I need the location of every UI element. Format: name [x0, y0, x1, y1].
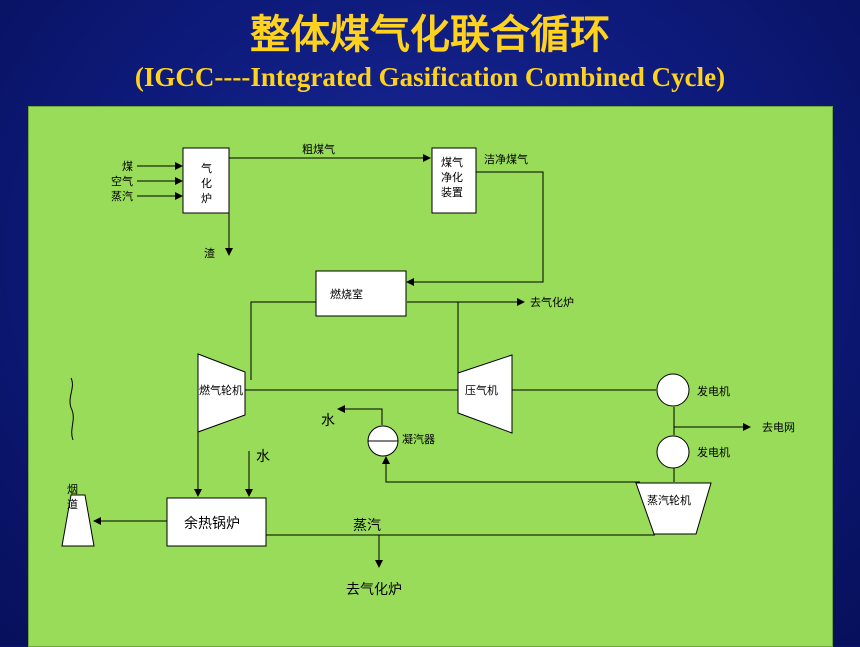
steam-label: 蒸汽 [353, 518, 381, 534]
smoke-icon [69, 377, 74, 441]
generator-1-label: 发电机 [697, 384, 730, 398]
hrsg-box [166, 497, 267, 547]
stack-label-1: 烟 [67, 482, 78, 496]
stack-shape [61, 494, 95, 547]
stack-label-2: 道 [67, 497, 78, 511]
gasifier-box [182, 147, 230, 214]
steam-turbine-label: 蒸汽轮机 [647, 493, 691, 507]
slide-title: 整体煤气化联合循环 [250, 12, 610, 58]
cleanup-label-3: 装置 [441, 186, 463, 199]
gas-cleanup-box [431, 147, 477, 214]
gasifier-label-2: 化 [201, 176, 212, 190]
water-label-1: 水 [321, 413, 335, 429]
generator-1-icon [656, 373, 690, 407]
generator-2-icon [656, 435, 690, 469]
generator-2-label: 发电机 [697, 445, 730, 459]
steam-turbine-shape [635, 482, 712, 535]
to-grid-label: 去电网 [762, 421, 795, 434]
condenser-label: 凝汽器 [402, 432, 435, 446]
gas-turbine-label: 燃气轮机 [199, 383, 243, 397]
gas-turbine-shape [197, 353, 246, 433]
to-gasifier-air-label: 去气化炉 [530, 295, 574, 309]
compressor-label: 压气机 [465, 383, 498, 397]
to-gasifier-steam-label: 去气化炉 [346, 582, 402, 598]
input-coal-label: 煤 [122, 160, 133, 173]
water-label-2: 水 [256, 449, 270, 465]
cleanup-label-1: 煤气 [441, 155, 463, 169]
slide-subtitle: (IGCC----Integrated Gasification Combine… [134, 62, 726, 92]
raw-gas-label: 粗煤气 [302, 142, 335, 156]
cleanup-label-2: 净化 [441, 170, 463, 184]
slag-label: 渣 [204, 246, 215, 260]
clean-gas-label: 洁净煤气 [484, 152, 528, 166]
input-air-label: 空气 [111, 174, 133, 188]
input-steam-label: 蒸汽 [111, 189, 133, 203]
gasifier-label-1: 气 [201, 161, 212, 175]
combustor-box [315, 270, 407, 317]
connection-lines [93, 154, 751, 568]
hrsg-label: 余热锅炉 [184, 515, 240, 532]
compressor-shape [457, 354, 513, 434]
gasifier-label-3: 炉 [201, 192, 212, 205]
combustor-label: 燃烧室 [330, 287, 363, 301]
